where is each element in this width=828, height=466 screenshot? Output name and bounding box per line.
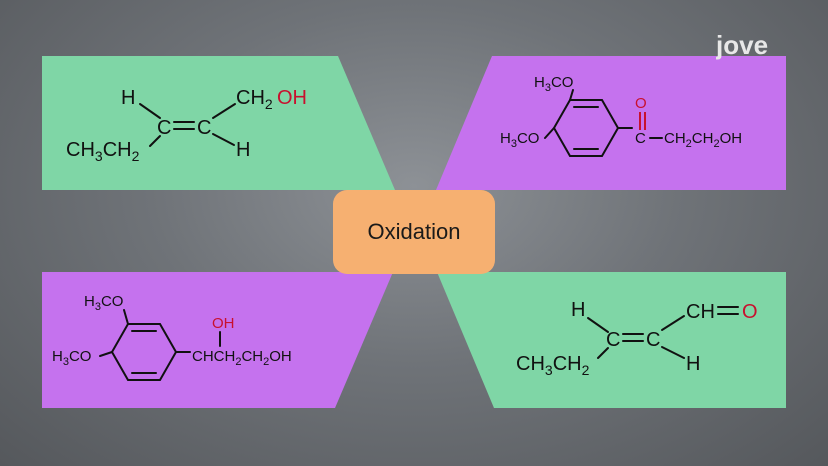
tl-ethyl: CH3CH2 [66, 139, 140, 164]
panel-top-left [42, 56, 395, 190]
br-h-top: H [571, 299, 585, 321]
br-h-bottom: H [686, 353, 700, 375]
molecule-bottom-right: H C C CH O H CH3CH2 [516, 299, 758, 378]
panel-bottom-left [42, 272, 393, 408]
br-c2: C [646, 329, 660, 351]
bl-meo-left: H3CO [52, 348, 91, 368]
tl-c2: C [197, 117, 211, 139]
tl-oh: OH [277, 87, 307, 109]
tr-carbonyl-c: C [635, 130, 646, 147]
br-c1: C [606, 329, 620, 351]
tl-h-top: H [121, 87, 135, 109]
br-cho: CH [686, 301, 715, 323]
br-cho-o: O [742, 301, 758, 323]
molecule-top-left: H C C CH2 OH H CH3CH2 [66, 87, 307, 164]
bl-chain: CHCH2CH2OH [192, 348, 292, 368]
tl-c1: C [157, 117, 171, 139]
tr-chain: CH2CH2OH [664, 130, 742, 150]
tr-meo-left: H3CO [500, 130, 539, 150]
jove-logo: jove [716, 30, 768, 60]
tl-h-bottom: H [236, 139, 250, 161]
bl-hydroxyl: OH [212, 315, 235, 332]
panel-top-right [436, 56, 786, 190]
tr-carbonyl-o: O [635, 95, 647, 112]
molecule-bottom-left: H3CO H3CO OH CHCH2CH2OH [52, 293, 292, 381]
bl-meo-top: H3CO [84, 293, 123, 313]
panel-bottom-right [437, 272, 786, 408]
jove-logo-text: jove [716, 30, 768, 60]
tr-meo-top: H3CO [534, 74, 573, 94]
tl-ch2: CH2 [236, 87, 273, 112]
oxidation-label-box: Oxidation [333, 190, 495, 274]
oxidation-label: Oxidation [367, 219, 461, 244]
molecule-top-right: H3CO H3CO C O CH2CH2OH [500, 74, 742, 157]
br-ethyl: CH3CH2 [516, 353, 590, 378]
